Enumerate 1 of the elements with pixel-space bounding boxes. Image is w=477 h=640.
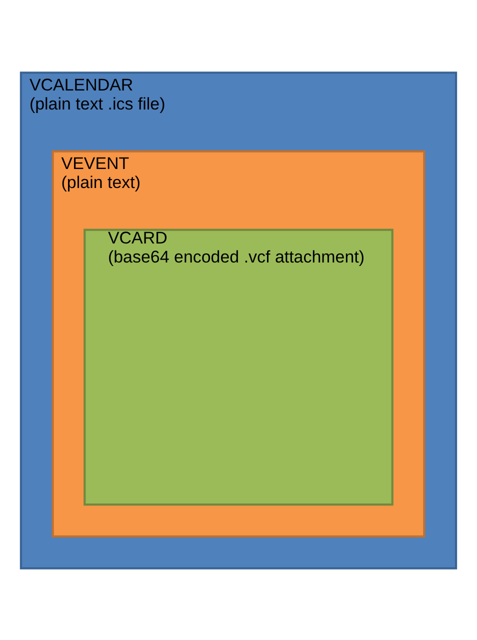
node-box: VCARD (base64 encoded .vcf attachment) [84,228,394,506]
